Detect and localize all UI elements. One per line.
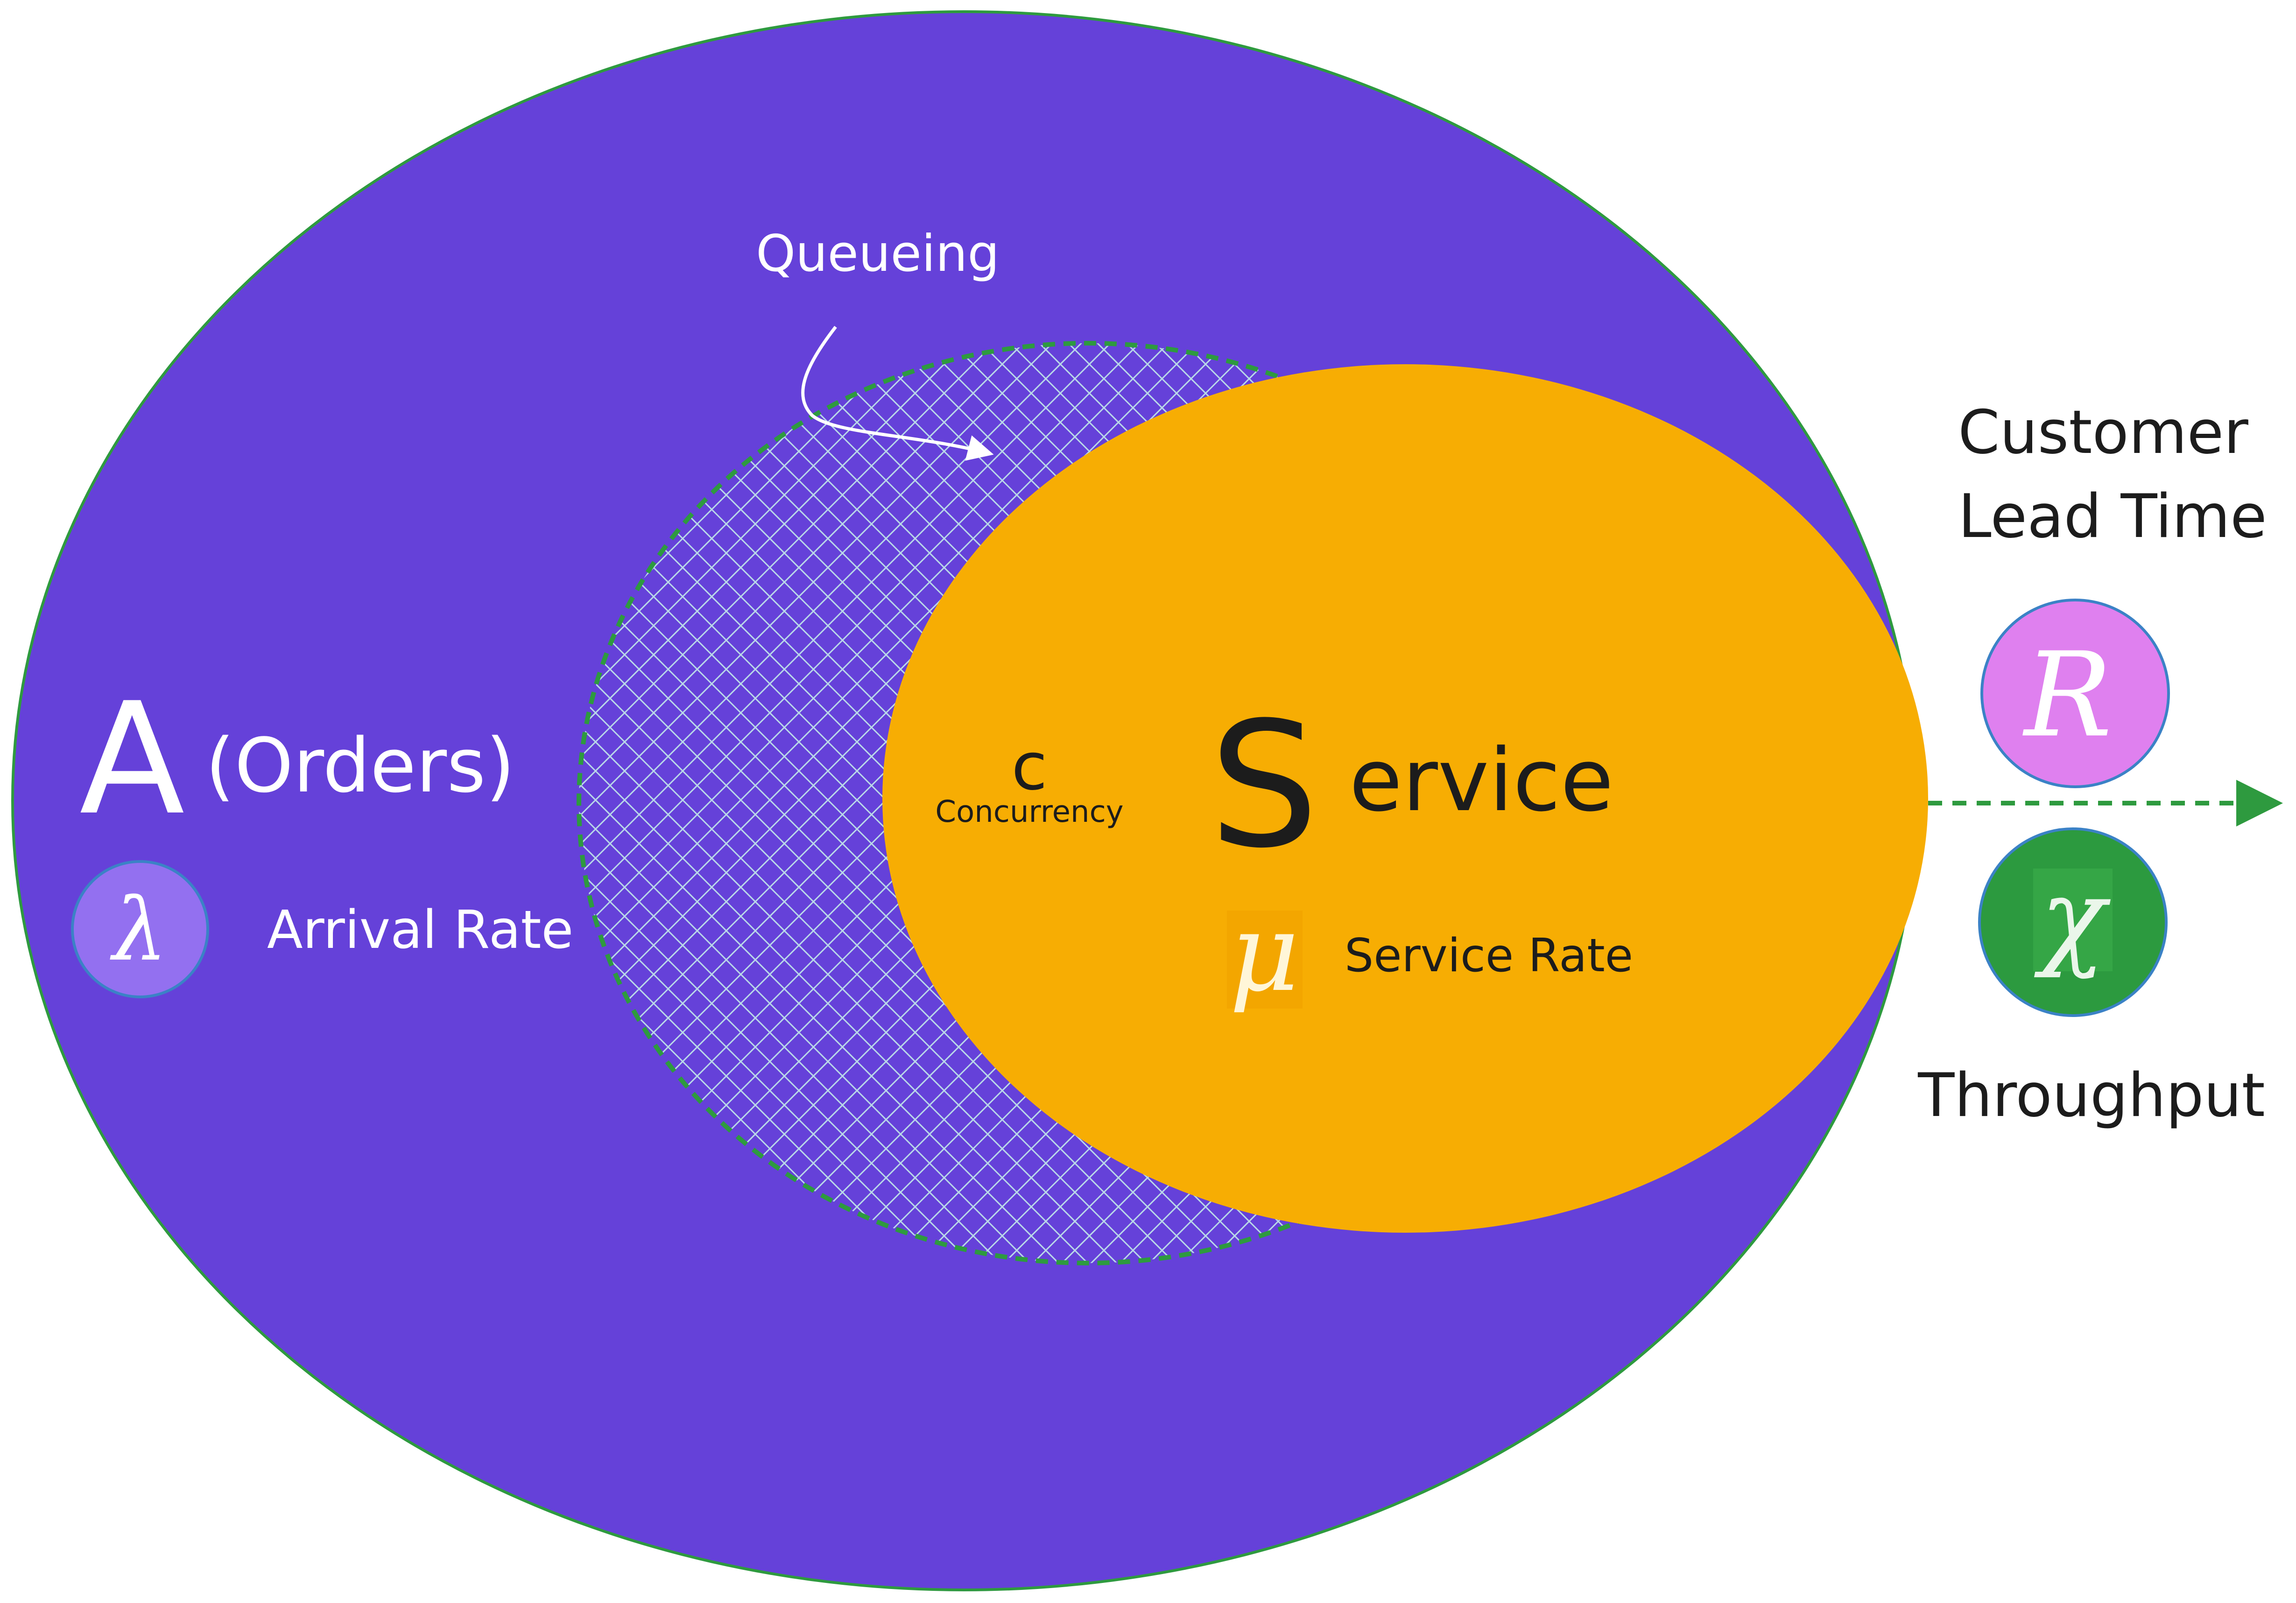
arrival-rate-circle	[71, 860, 209, 998]
lead-time-symbol: R	[2022, 627, 2112, 763]
queueing-pointer-arrow	[801, 325, 994, 461]
throughput-symbol: χ	[2034, 856, 2111, 981]
arrivals-label: (Orders)	[205, 722, 515, 809]
lead-time-label-line1: Customer	[1958, 398, 2248, 467]
mu-symbol: μ	[1229, 891, 1299, 1016]
service-big-letter: S	[1209, 685, 1319, 886]
lead-time-label-line2: Lead Time	[1958, 482, 2267, 551]
lead-time-circle	[1980, 599, 2170, 788]
concurrency-symbol: c	[1012, 729, 1048, 805]
arrivals-big-letter: A	[79, 670, 185, 849]
service-ellipse	[882, 364, 1928, 1233]
arrival-rate-label: Arrival Rate	[267, 900, 573, 960]
concurrency-label: Concurrency	[935, 795, 1123, 829]
service-rate-label: Service Rate	[1345, 929, 1633, 982]
queueing-label: Queueing	[756, 225, 1000, 283]
mu-tile	[1227, 911, 1303, 1009]
throughput-label: Throughput	[1917, 1061, 2265, 1130]
chi-tile	[2033, 869, 2113, 971]
service-label-rest: ervice	[1349, 730, 1613, 831]
lambda-symbol: λ	[109, 879, 167, 980]
